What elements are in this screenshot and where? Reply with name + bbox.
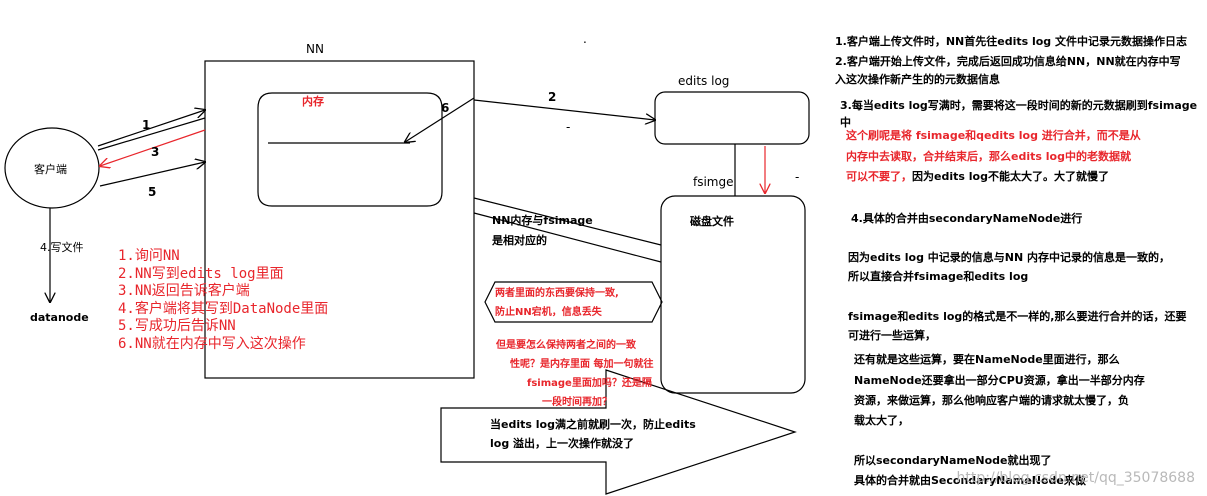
consistency-hexagon (484, 281, 663, 323)
para-2b: 可进行一些运算， (848, 329, 936, 342)
arrow-number-1: 1 (142, 118, 151, 132)
step-item: 4.客户端将其写到DataNode里面 (118, 300, 329, 317)
note-1: 1.客户端上传文件时，NN首先往edits log 文件中记录元数据操作日志 (835, 35, 1188, 48)
note-red-1: 这个刷呢是将 fsimage和qedits log 进行合并，而不是从 (846, 129, 1141, 142)
question-text-3: fsimage里面加吗？还是隔 (527, 378, 652, 389)
datanode-label: datanode (30, 311, 89, 324)
flush-big-arrow (440, 369, 797, 495)
hexagon-text-1: 两者里面的东西要保持一致, (495, 288, 619, 299)
step-item: 1.询问NN (118, 248, 180, 264)
question-text-1: 但是要怎么保持两者之间的一致 (496, 340, 636, 351)
disk-file-box (660, 195, 806, 394)
steps-list: 1.询问NN 2.NN写到edits log里面 3.NN返回告诉客户端 4.客… (118, 248, 328, 353)
step-item: 3.NN返回告诉客户端 (118, 283, 250, 299)
note-4: 4.具体的合并由secondaryNameNode进行 (851, 212, 1083, 225)
note-2a: 2.客户端开始上传文件，完成后返回成功信息给NN，NN就在内存中写 (835, 55, 1181, 68)
para-4a: 所以secondaryNameNode就出现了 (854, 454, 1052, 467)
step-item: 5.写成功后告诉NN (118, 318, 236, 334)
arrow-3 (100, 129, 206, 166)
para-2a: fsimage和edits log的格式是不一样的,那么要进行合并的话，还要 (848, 310, 1187, 323)
nn-fsimage-line-1 (473, 197, 662, 246)
arrow-1b (97, 117, 206, 151)
arrow-5 (99, 162, 205, 187)
note-red-3-line: 可以不要了，因为edits log不能太大了。大了就慢了 (846, 168, 1109, 185)
dot-mark: . (583, 32, 587, 46)
note-red-3-black: 因为edits log不能太大了。大了就慢了 (912, 170, 1109, 183)
step-item: 2.NN写到edits log里面 (118, 265, 284, 282)
hexagon-text-2: 防止NN宕机，信息丢失 (495, 307, 602, 318)
big-arrow-text-1: 当edits log满之前就刷一次，防止edits (490, 418, 696, 431)
nn-fsimage-note-1: NN内存与fsimage (492, 214, 593, 227)
arrow-6 (405, 97, 475, 142)
para-3d: 载太大了， (854, 414, 909, 427)
big-arrow-text-2: log 溢出，上一次操作就没了 (490, 437, 635, 450)
arrow-2 (473, 99, 655, 120)
question-text-2: 性呢？是内存里面 每加一句就往 (510, 359, 654, 370)
note-3: 3.每当edits log写满时，需要将这一段时间的新的元数据刷到fsimage… (840, 99, 1198, 129)
nn-label: NN (306, 42, 324, 56)
para-3c: 资源，来做运算，那么他响应客户端的请求就太慢了，负 (854, 394, 1129, 407)
arrow-1 (97, 110, 205, 147)
dash-mark-2: - (795, 170, 800, 184)
arrow-number-5: 5 (148, 185, 157, 199)
memory-box (257, 92, 443, 207)
dash-mark-1: - (566, 120, 571, 134)
note-red-2: 内存中去读取，合并结束后，那么edits log中的老数据就 (846, 150, 1131, 163)
arrow-number-6: 6 (441, 101, 450, 115)
disk-file-label: 磁盘文件 (690, 215, 734, 228)
memory-label: 内存 (302, 95, 324, 108)
nn-fsimage-note-2: 是相对应的 (492, 234, 547, 247)
note-red-3: 可以不要了， (846, 170, 912, 183)
step-item: 6.NN就在内存中写入这次操作 (118, 335, 306, 352)
client-label: 客户端 (34, 163, 67, 176)
note-2b: 入这次操作新产生的的元数据信息 (835, 73, 1000, 86)
watermark: http://blog.csdn.net/qq_35078688 (956, 470, 1196, 486)
edits-log-box (654, 91, 810, 145)
para-3b: NameNode还要拿出一部分CPU资源，拿出一半部分内存 (854, 374, 1145, 387)
fsimage-label: fsimge (693, 175, 734, 189)
write-file-label: 4.写文件 (40, 241, 84, 254)
para-1a: 因为edits log 中记录的信息与NN 内存中记录的信息是一致的， (848, 251, 1171, 264)
question-text-4: 一段时间再加？ (542, 397, 612, 408)
para-3a: 还有就是这些运算，要在NameNode里面进行，那么 (854, 353, 1120, 366)
arrow-number-3: 3 (151, 145, 160, 159)
para-4b: 具体的合并就由SecondaryNameNode来做 (854, 474, 1086, 487)
nn-fsimage-line-2 (473, 212, 662, 263)
namenode-box (204, 60, 475, 379)
arrow-number-2: 2 (548, 90, 557, 104)
para-1b: 所以直接合并fsimage和edits log (848, 270, 1029, 283)
edits-log-label: edits log (678, 74, 730, 88)
